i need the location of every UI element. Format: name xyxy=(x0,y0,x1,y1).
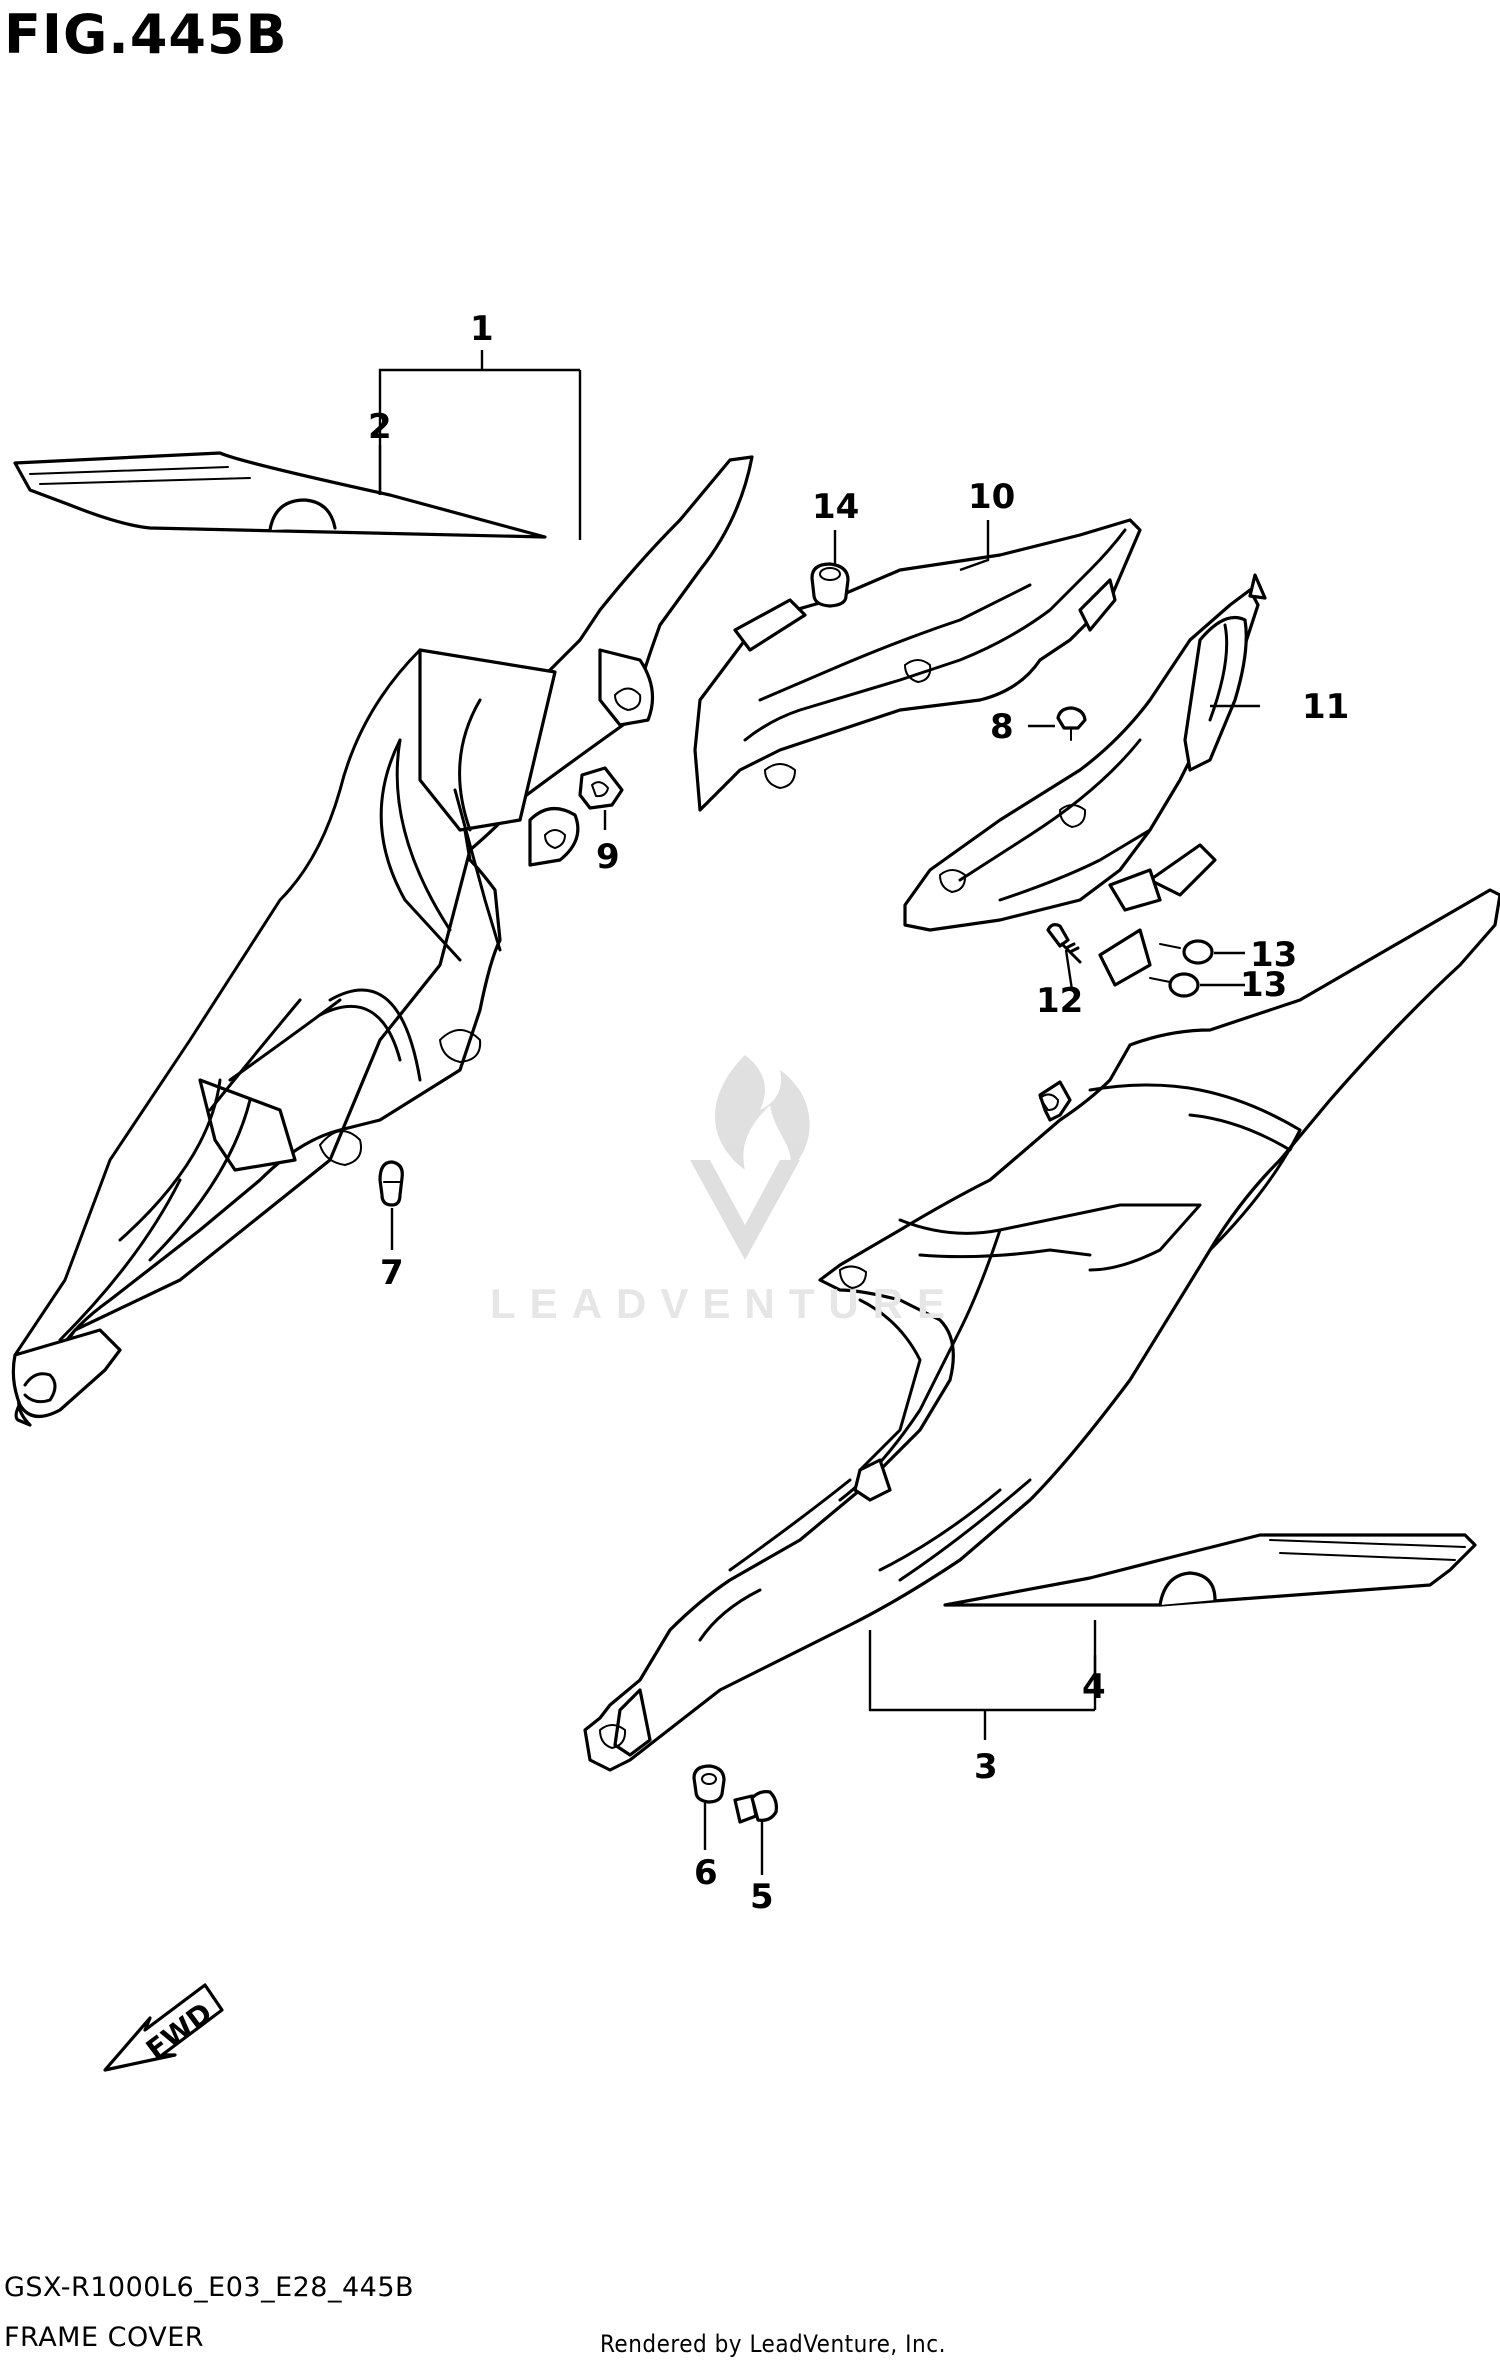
callout-13-lower: 13 xyxy=(1240,965,1287,1005)
decal-part-2 xyxy=(13,451,547,539)
clip-nut-part-9 xyxy=(578,766,624,810)
watermark-text: LEADVENTURE xyxy=(490,1280,960,1327)
clip-part-8 xyxy=(1056,706,1087,741)
callout-4: 4 xyxy=(1082,1667,1106,1707)
grommet-part-7 xyxy=(378,1160,404,1207)
inner-cover-part-11 xyxy=(903,573,1267,932)
rubber-spacer-part-14 xyxy=(810,562,850,608)
frame-cover-left-part-1 xyxy=(11,455,754,1427)
callout-11: 11 xyxy=(1302,687,1349,727)
bracket xyxy=(1098,868,1162,987)
frame-cover-right-part-3 xyxy=(583,888,1500,1772)
callout-13-upper: 13 xyxy=(1250,935,1297,975)
figure-title: FIG.445B xyxy=(4,3,288,66)
fwd-arrow-icon: FWD xyxy=(103,1983,224,2072)
callout-9: 9 xyxy=(596,837,620,877)
callout-6: 6 xyxy=(694,1853,718,1893)
screw-part-12 xyxy=(1046,923,1082,964)
bolt-part-5 xyxy=(733,1790,778,1824)
decal-part-4 xyxy=(943,1533,1477,1607)
callout-10: 10 xyxy=(968,477,1015,517)
leadventure-watermark-logo xyxy=(690,1055,810,1260)
callout-8: 8 xyxy=(990,707,1014,747)
rendered-by-credit: Rendered by LeadVenture, Inc. xyxy=(600,2330,946,2358)
diagram-name: FRAME COVER xyxy=(4,2322,205,2353)
rivet-part-13-lower xyxy=(1149,972,1200,998)
callout-5: 5 xyxy=(750,1877,774,1917)
callout-14: 14 xyxy=(812,487,859,527)
callout-1: 1 xyxy=(470,309,494,349)
callout-7: 7 xyxy=(380,1253,404,1293)
collar-part-6 xyxy=(692,1764,726,1804)
leader-lines xyxy=(378,350,1260,1875)
callout-2: 2 xyxy=(368,407,392,447)
callout-12: 12 xyxy=(1036,981,1083,1021)
inner-cover-part-10 xyxy=(693,518,1142,812)
diagram-code: GSX-R1000L6_E03_E28_445B xyxy=(4,2272,415,2303)
callout-3: 3 xyxy=(974,1747,998,1787)
rivet-part-13-upper xyxy=(1159,939,1214,965)
